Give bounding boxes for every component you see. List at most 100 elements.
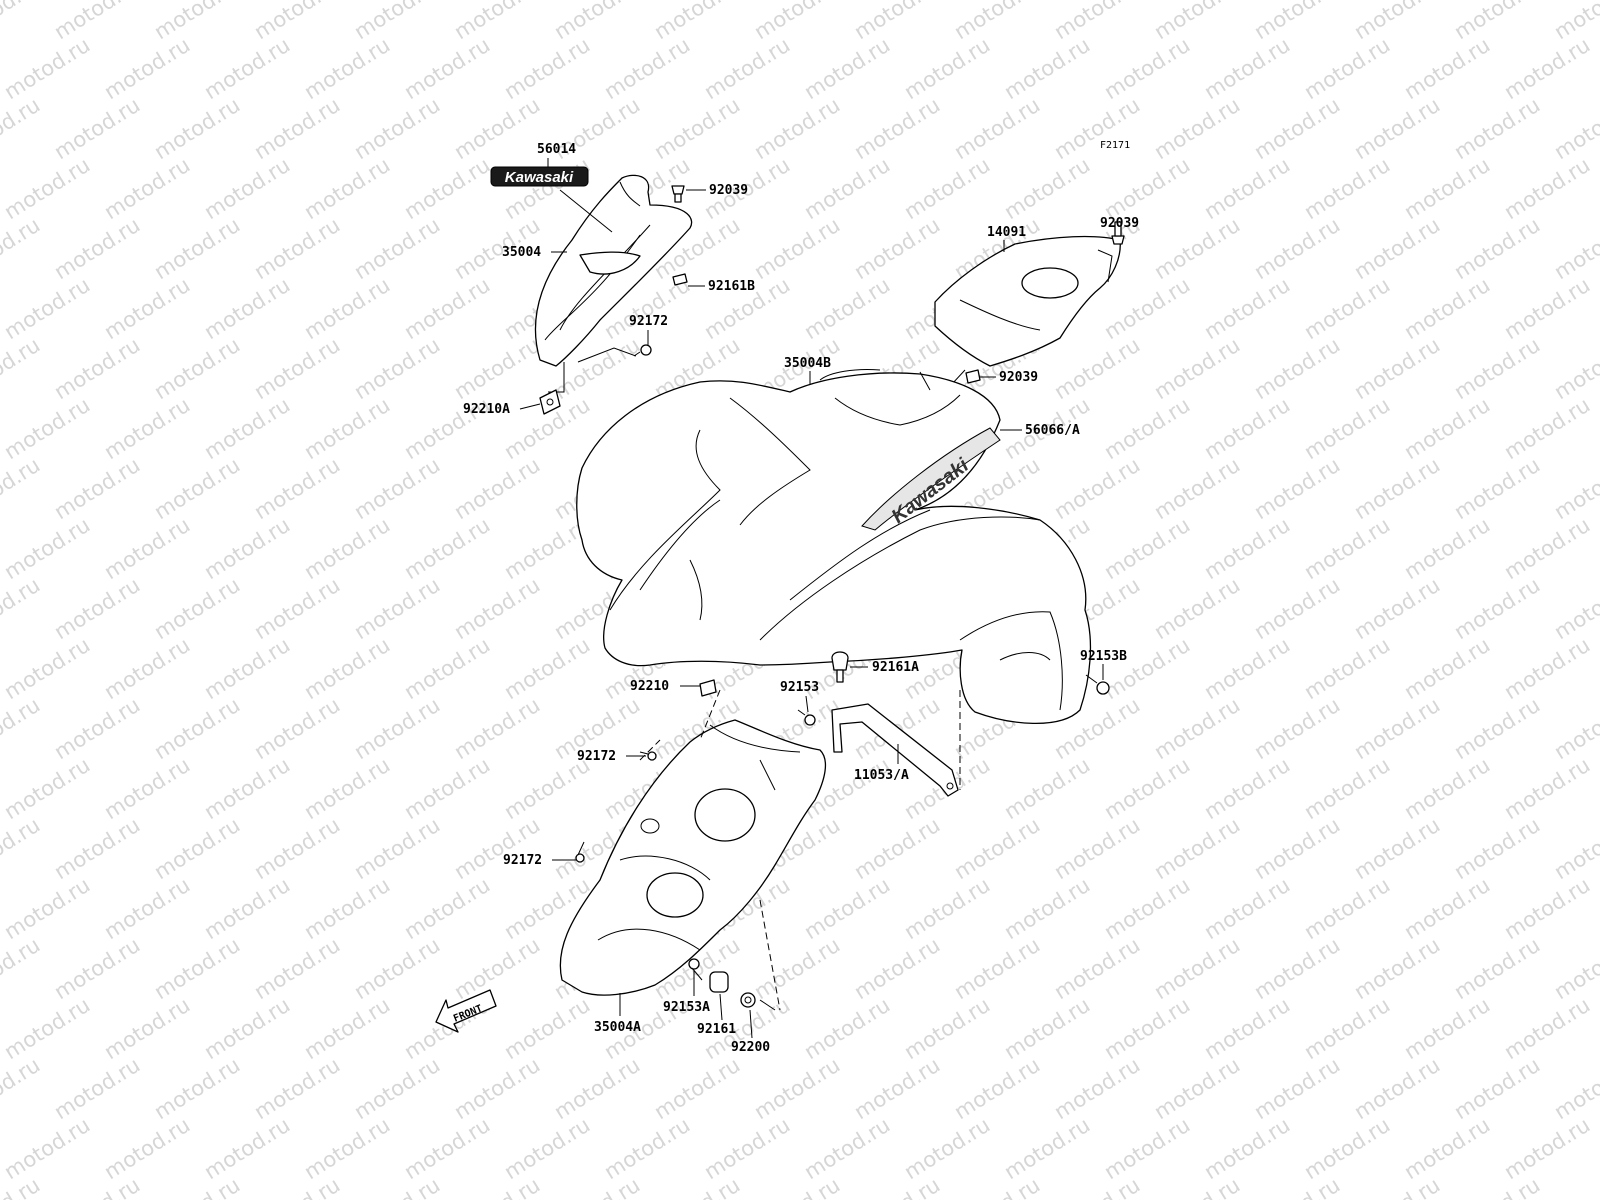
watermark-text: motod.ru [1150, 1173, 1244, 1200]
watermark-text: motod.ru [650, 0, 744, 44]
watermark-text: motod.ru [1000, 873, 1094, 944]
watermark-text: motod.ru [50, 933, 144, 1004]
watermark-text: motod.ru [1500, 33, 1594, 104]
watermark-text: motod.ru [1350, 693, 1444, 764]
watermark-text: motod.ru [1450, 333, 1544, 404]
watermark-text: motod.ru [1300, 513, 1394, 584]
watermark-text: motod.ru [500, 633, 594, 704]
watermark-text: motod.ru [0, 813, 44, 884]
watermark-text: motod.ru [350, 213, 444, 284]
watermark-text: motod.ru [650, 1173, 744, 1200]
watermark-text: motod.ru [1550, 693, 1600, 764]
watermark-text: motod.ru [0, 0, 44, 44]
label-92161a: 92161A [872, 660, 919, 675]
part-labels: F2171 56014 92039 35004 92161B 92172 922… [463, 140, 1139, 1055]
collar-92200 [740, 992, 756, 1008]
watermark-text: motod.ru [200, 33, 294, 104]
label-92200: 92200 [731, 1040, 770, 1055]
watermark-text: motod.ru [950, 933, 1044, 1004]
watermark-text: motod.ru [0, 993, 94, 1064]
watermark-text: motod.ru [0, 573, 44, 644]
watermark-text: motod.ru [1300, 273, 1394, 344]
figure-code: F2171 [1100, 140, 1130, 151]
watermark-text: motod.ru [1450, 573, 1544, 644]
watermark-text: motod.ru [1250, 933, 1344, 1004]
watermark-text: motod.ru [1500, 513, 1594, 584]
watermark-text: motod.ru [1500, 393, 1594, 464]
label-92153b: 92153B [1080, 649, 1127, 664]
watermark-text: motod.ru [1500, 873, 1594, 944]
watermark-text: motod.ru [150, 1053, 244, 1124]
watermark-text: motod.ru [1300, 753, 1394, 824]
watermark-text: motod.ru [950, 1053, 1044, 1124]
damper-92161b [672, 273, 688, 286]
watermark-text: motod.ru [50, 693, 144, 764]
watermark-text: motod.ru [1150, 693, 1244, 764]
watermark-text: motod.ru [1350, 213, 1444, 284]
watermark-text: motod.ru [400, 273, 494, 344]
watermark-text: motod.ru [300, 33, 394, 104]
watermark-text: motod.ru [1150, 453, 1244, 524]
watermark-text: motod.ru [450, 933, 544, 1004]
watermark-text: motod.ru [1000, 153, 1094, 224]
watermark-text: motod.ru [1200, 873, 1294, 944]
watermark-text: motod.ru [1400, 993, 1494, 1064]
watermark-text: motod.ru [1200, 513, 1294, 584]
watermark-text: motod.ru [1550, 813, 1600, 884]
screw-92172-low [575, 841, 585, 863]
watermark-text: motod.ru [0, 33, 94, 104]
watermark-text: motod.ru [1450, 813, 1544, 884]
watermark-text: motod.ru [1250, 1053, 1344, 1124]
emblem-arrow [559, 189, 613, 233]
watermark-text: motod.ru [1050, 453, 1144, 524]
watermark-text: motod.ru [1300, 633, 1394, 704]
watermark-text: motod.ru [100, 513, 194, 584]
watermark-text: motod.ru [1200, 993, 1294, 1064]
cover-35004 [534, 174, 693, 367]
watermark-text: motod.ru [1500, 1113, 1594, 1184]
watermark-text: motod.ru [1400, 153, 1494, 224]
watermark-text: motod.ru [350, 93, 444, 164]
watermark-text: motod.ru [450, 1173, 544, 1200]
watermark-text: motod.ru [1450, 0, 1544, 44]
watermark-text: motod.ru [150, 573, 244, 644]
watermark-text: motod.ru [550, 0, 644, 44]
watermark-text: motod.ru [1250, 573, 1344, 644]
watermark-text: motod.ru [1550, 213, 1600, 284]
watermark-text: motod.ru [1500, 633, 1594, 704]
watermark-text: motod.ru [0, 1113, 94, 1184]
watermark-text: motod.ru [800, 873, 894, 944]
watermark-text: motod.ru [1400, 393, 1494, 464]
watermark-text: motod.ru [1450, 93, 1544, 164]
watermark-text: motod.ru [600, 33, 694, 104]
watermark-text: motod.ru [0, 453, 44, 524]
watermark-text: motod.ru [50, 333, 144, 404]
watermark-text: motod.ru [100, 393, 194, 464]
watermark-text: motod.ru [400, 513, 494, 584]
label-92172-low: 92172 [503, 853, 542, 868]
watermark-text: motod.ru [250, 0, 344, 44]
watermark-text: motod.ru [300, 993, 394, 1064]
watermark-text: motod.ru [50, 93, 144, 164]
watermark-text: motod.ru [300, 273, 394, 344]
watermark-text: motod.ru [1450, 1173, 1544, 1200]
watermark-text: motod.ru [1550, 1053, 1600, 1124]
watermark-text: motod.ru [750, 213, 844, 284]
watermark-text: motod.ru [1100, 993, 1194, 1064]
watermark-text: motod.ru [1100, 153, 1194, 224]
watermark-text: motod.ru [1050, 333, 1144, 404]
watermark-text: motod.ru [350, 453, 444, 524]
watermark-text: motod.ru [0, 753, 94, 824]
watermark-text: motod.ru [850, 933, 944, 1004]
watermark-text: motod.ru [50, 0, 144, 44]
watermark-text: motod.ru [1200, 633, 1294, 704]
watermark-text: motod.ru [750, 933, 844, 1004]
watermark-text: motod.ru [500, 993, 594, 1064]
watermark-text: motod.ru [200, 873, 294, 944]
watermark-text: motod.ru [0, 333, 44, 404]
watermark-text: motod.ru [1250, 1173, 1344, 1200]
watermark-text: motod.ru [50, 1053, 144, 1124]
watermark-text: motod.ru [350, 1053, 444, 1124]
cover-14091 [934, 235, 1121, 367]
nut-92210a [539, 389, 561, 415]
